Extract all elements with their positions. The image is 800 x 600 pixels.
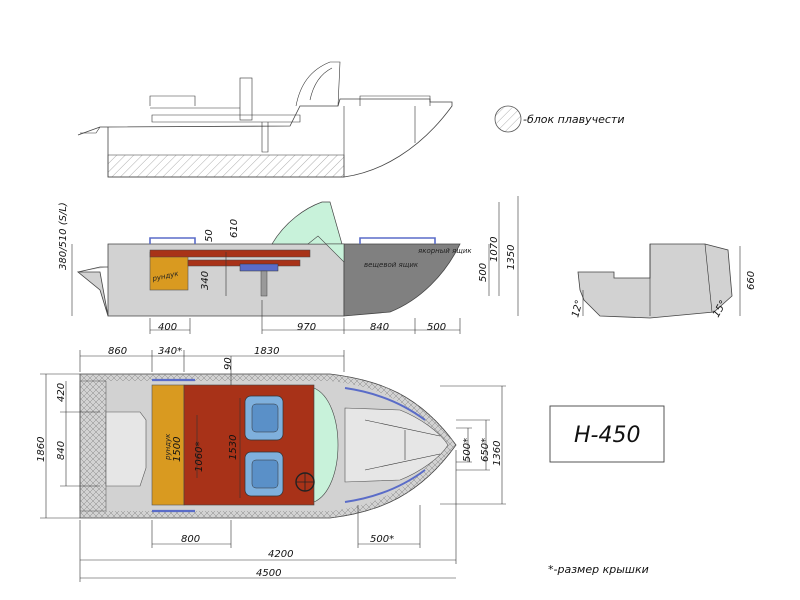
buoyancy-hatch-area bbox=[107, 154, 345, 178]
dim-1360: 1360 bbox=[492, 441, 503, 466]
dim-420: 420 bbox=[56, 383, 67, 402]
angle-12: 12° bbox=[570, 299, 585, 319]
dim-90: 90 bbox=[223, 357, 234, 370]
legend-text: -блок плавучести bbox=[523, 113, 624, 126]
windshield-glass bbox=[271, 201, 343, 245]
transom-detail bbox=[76, 271, 109, 317]
dim-500-star-bottom: 500* bbox=[370, 534, 394, 545]
label-anchor-box: якорный ящик bbox=[418, 247, 472, 255]
plan-rundyk-locker bbox=[151, 384, 185, 506]
legend-hatch-icon bbox=[494, 105, 522, 133]
stern-hull-shape bbox=[577, 243, 733, 319]
dim-1830: 1830 bbox=[254, 346, 279, 357]
dim-840: 840 bbox=[370, 322, 389, 333]
label-gear-box: вещевой ящик bbox=[364, 261, 419, 269]
side-chair-seat bbox=[239, 263, 279, 272]
model-box-frame bbox=[549, 405, 665, 463]
dim-4500: 4500 bbox=[256, 568, 281, 579]
plan-view: рундук 1500 1060* 1530 860 340* 90 1830 … bbox=[36, 346, 506, 582]
plan-bow-deck bbox=[344, 407, 449, 483]
dim-610: 610 bbox=[229, 219, 240, 238]
top-side-view bbox=[77, 61, 453, 178]
dim-340-star: 340* bbox=[158, 346, 182, 357]
model-box: Н-450 bbox=[549, 405, 665, 463]
dim-650-star: 650* bbox=[480, 438, 491, 462]
side-chair-pillar bbox=[260, 270, 268, 297]
hull-bow-dark bbox=[343, 243, 461, 317]
dim-860: 860 bbox=[108, 346, 127, 357]
stern-view: 660 12° 15° bbox=[570, 243, 757, 320]
plan-transom-buoyancy bbox=[79, 380, 107, 512]
dim-1060: 1060* bbox=[194, 442, 205, 472]
dim-500-v: 500 bbox=[478, 263, 489, 282]
dim-1500: 1500 bbox=[172, 437, 183, 462]
middle-side-view: рундук вещевой ящик якорный ящик 380/510… bbox=[58, 196, 519, 334]
console-glass bbox=[307, 235, 345, 263]
dim-800: 800 bbox=[181, 534, 200, 545]
plan-stern-well bbox=[105, 411, 147, 487]
dim-840-plan: 840 bbox=[56, 441, 67, 460]
dim-1070: 1070 bbox=[489, 237, 500, 262]
dim-970: 970 bbox=[297, 322, 316, 333]
plan-console-glass bbox=[313, 387, 339, 503]
footnote: *-размер крышки bbox=[548, 563, 649, 576]
dim-50: 50 bbox=[204, 229, 215, 242]
dim-380-510: 380/510 (S/L) bbox=[58, 202, 69, 270]
dim-340: 340 bbox=[200, 271, 211, 290]
rail-bow bbox=[359, 237, 436, 244]
dim-500-star-right: 500* bbox=[462, 438, 473, 462]
model-name: Н-450 bbox=[574, 423, 640, 448]
dim-400: 400 bbox=[158, 322, 177, 333]
label-rundyk-plan: рундук bbox=[164, 433, 172, 461]
dim-1530: 1530 bbox=[228, 435, 239, 460]
dim-660: 660 bbox=[746, 271, 757, 290]
rail-aft bbox=[149, 237, 196, 244]
dim-500-h: 500 bbox=[427, 322, 446, 333]
side-seat-bench bbox=[149, 249, 311, 258]
dim-1350: 1350 bbox=[506, 245, 517, 270]
dim-1860: 1860 bbox=[36, 437, 47, 462]
dim-4200: 4200 bbox=[268, 549, 293, 560]
legend: -блок плавучести bbox=[494, 105, 624, 133]
